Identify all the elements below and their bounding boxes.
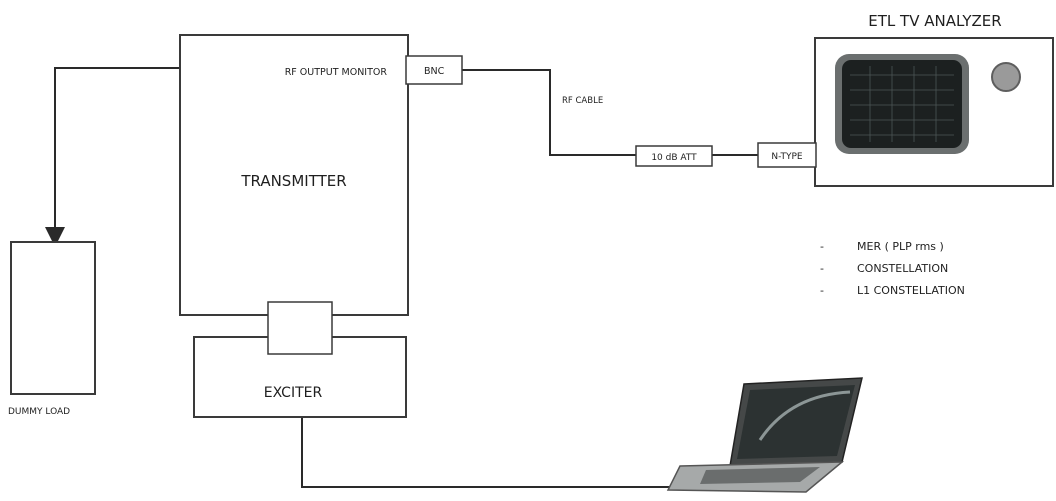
rf-output-monitor-label: RF OUTPUT MONITOR <box>285 67 388 78</box>
measurement-item: CONSTELLATION <box>857 262 948 275</box>
dummy-load-box <box>11 242 95 394</box>
bnc-label: BNC <box>424 66 445 77</box>
exciter-label: EXCITER <box>264 385 323 401</box>
exciter: EXCITER <box>194 302 406 417</box>
dummy-load-feed-line <box>55 68 180 237</box>
exciter-connector-box <box>268 302 332 354</box>
exciter-to-laptop-line <box>302 417 720 487</box>
transmitter: TRANSMITTER RF OUTPUT MONITOR <box>180 35 408 315</box>
measurement-item: L1 CONSTELLATION <box>857 284 965 297</box>
rf-cable-line <box>462 70 636 155</box>
etl-tv-analyzer: ETL TV ANALYZER <box>815 12 1053 186</box>
dummy-load: DUMMY LOAD <box>8 242 95 417</box>
laptop <box>668 378 862 492</box>
dummy-load-label: DUMMY LOAD <box>8 407 70 417</box>
rf-cable-label: RF CABLE <box>562 96 603 106</box>
attenuator-label: 10 dB ATT <box>651 153 697 163</box>
transmitter-label: TRANSMITTER <box>240 172 346 190</box>
laptop-screen <box>737 385 855 459</box>
measurement-bullet: - <box>820 284 824 297</box>
ntype-label: N-TYPE <box>771 152 803 162</box>
ntype-connector: N-TYPE <box>758 143 816 167</box>
analyzer-knob <box>992 63 1020 91</box>
measurement-bullet: - <box>820 240 824 253</box>
attenuator: 10 dB ATT <box>636 146 712 166</box>
analyzer-title: ETL TV ANALYZER <box>868 12 1001 30</box>
measurement-bullet: - <box>820 262 824 275</box>
bnc-connector: BNC <box>406 56 462 84</box>
measurement-list: - MER ( PLP rms ) - CONSTELLATION - L1 C… <box>820 240 965 297</box>
measurement-item: MER ( PLP rms ) <box>857 240 944 253</box>
